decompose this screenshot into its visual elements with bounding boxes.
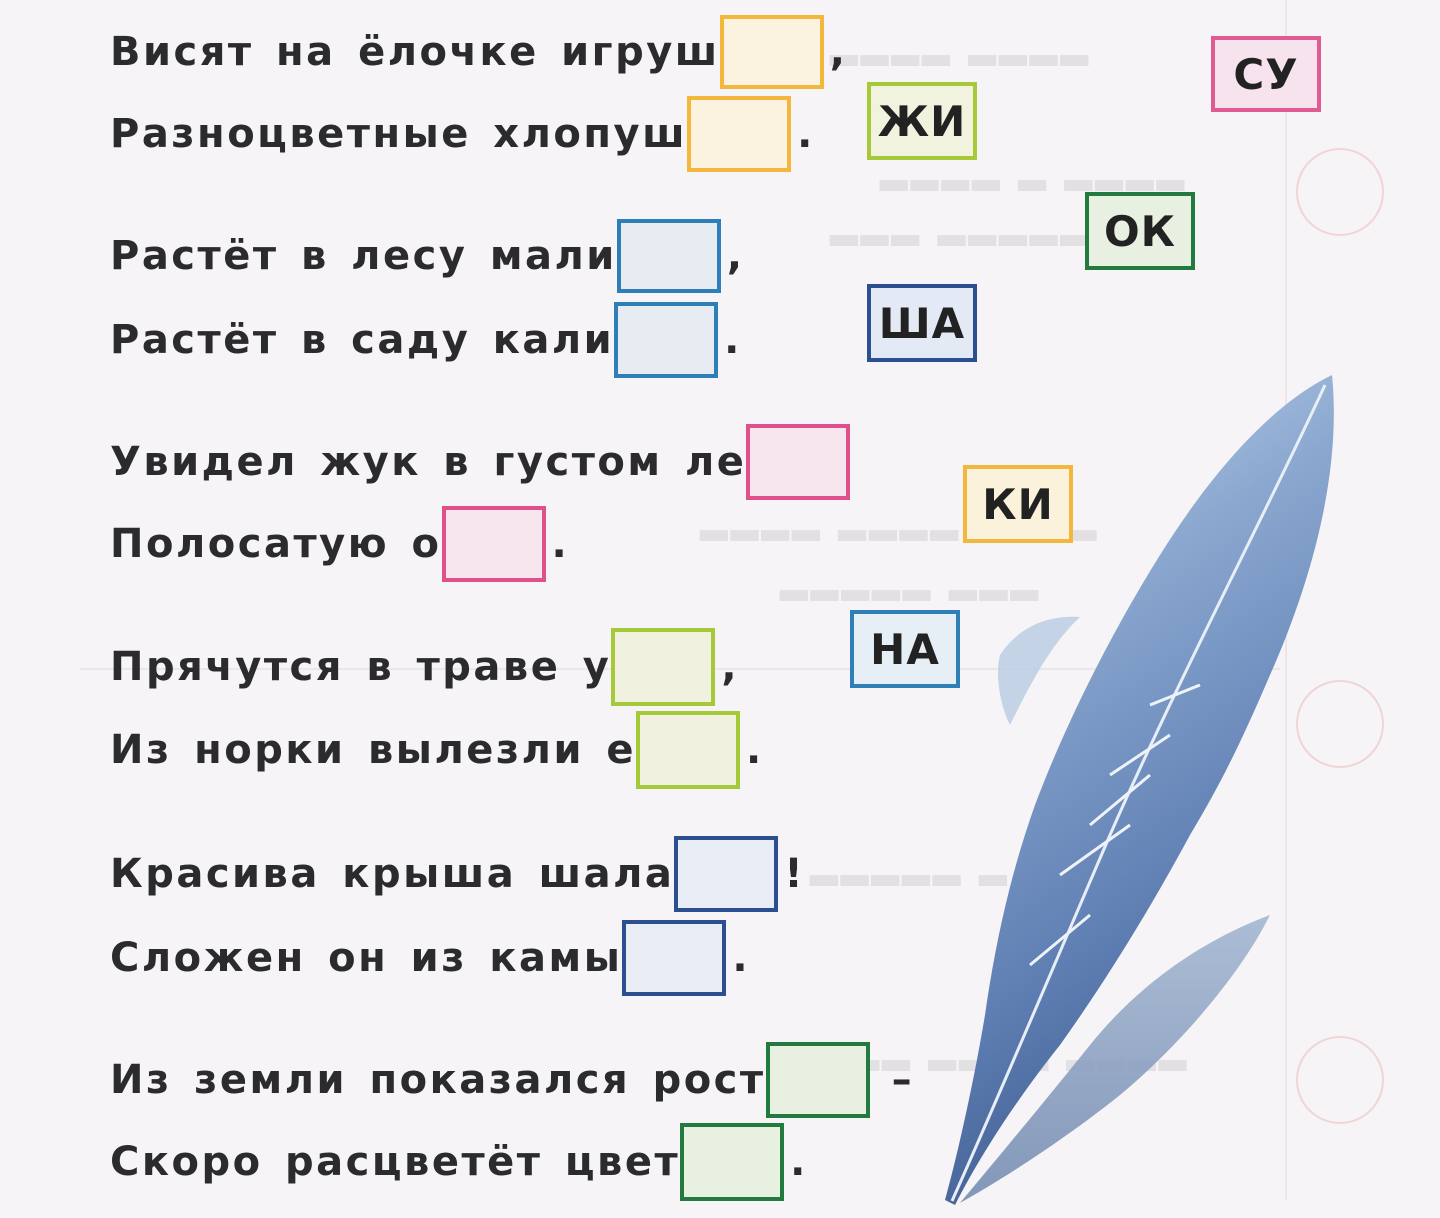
verse-punctuation: . xyxy=(551,521,570,567)
syllable-card-ki[interactable]: КИ xyxy=(963,465,1073,543)
verse-text: Скоро расцветёт цвет xyxy=(110,1139,681,1185)
verse-text: Висят на ёлочке игруш xyxy=(110,29,720,75)
verse-line: Сложен он из камы. xyxy=(110,918,750,998)
answer-box[interactable] xyxy=(687,96,792,172)
syllable-card-zhi[interactable]: ЖИ xyxy=(867,82,977,160)
bleed-through-text: ▂▂▂▂ ▂▂▂▂ xyxy=(830,25,1092,66)
verse-text: Увидел жук в густом ле xyxy=(110,439,747,485)
verse-text: Растёт в саду кали xyxy=(110,317,615,363)
verse-punctuation: , xyxy=(829,29,848,75)
verse-punctuation: , xyxy=(726,233,745,279)
verse-text: Растёт в лесу мали xyxy=(110,233,617,279)
verse-line: Растёт в лесу мали, xyxy=(110,216,745,296)
answer-box[interactable] xyxy=(674,836,779,912)
syllable-card-sha[interactable]: ША xyxy=(867,284,977,362)
verse-line: Из земли показался рост – xyxy=(110,1040,914,1120)
verse-punctuation: ! xyxy=(784,851,806,897)
verse-line: Висят на ёлочке игруш, xyxy=(110,12,847,92)
verse-line: Растёт в саду кали. xyxy=(110,300,742,380)
answer-box[interactable] xyxy=(616,219,721,293)
verse-line: Разноцветные хлопуш. xyxy=(110,94,815,174)
verse-punctuation: . xyxy=(790,1139,808,1185)
verse-line: Полосатую о. xyxy=(110,504,569,584)
verse-line: Из норки вылезли е. xyxy=(110,710,764,790)
verse-text: Разноцветные хлопуш xyxy=(110,111,688,157)
verse-punctuation: . xyxy=(732,935,751,981)
answer-box[interactable] xyxy=(680,1123,785,1201)
verse-punctuation: – xyxy=(891,1057,915,1103)
answer-box[interactable] xyxy=(636,711,741,789)
answer-box[interactable] xyxy=(441,506,546,582)
verse-text: Прячутся в траве у xyxy=(110,644,612,690)
verse-line: Увидел жук в густом ле xyxy=(110,422,856,502)
verse-line: Скоро расцветёт цвет. xyxy=(110,1122,808,1202)
answer-box[interactable] xyxy=(719,15,824,89)
syllable-card-na[interactable]: НА xyxy=(850,610,960,688)
syllable-card-su[interactable]: СУ xyxy=(1211,36,1321,112)
bleed-through-text: ▂▂▂ ▂▂▂▂▂▂ xyxy=(830,205,1122,246)
verse-punctuation: . xyxy=(797,111,815,157)
verse-line: Прячутся в траве у, xyxy=(110,627,739,707)
syllable-card-ok[interactable]: ОК xyxy=(1085,192,1195,270)
answer-box[interactable] xyxy=(611,628,716,706)
verse-text: Из норки вылезли е xyxy=(110,727,637,773)
verse-line: Красива крыша шала! xyxy=(110,834,805,914)
verse-text: Из земли показался рост xyxy=(110,1057,766,1103)
feather-illustration xyxy=(945,375,1334,1205)
bleed-through-text: ▂▂▂▂▂ ▂▂▂ xyxy=(780,560,1042,601)
verse-text: Сложен он из камы xyxy=(110,935,623,981)
bleed-through-number-circle xyxy=(1296,148,1384,236)
verse-punctuation: , xyxy=(721,644,740,690)
verse-text: Красива крыша шала xyxy=(110,851,675,897)
verse-punctuation: . xyxy=(746,727,764,773)
answer-box[interactable] xyxy=(622,920,727,996)
verse-punctuation: . xyxy=(724,317,742,363)
answer-box[interactable] xyxy=(765,1042,870,1118)
bleed-through-number-circle xyxy=(1296,1036,1384,1124)
verse-text: Полосатую о xyxy=(110,521,442,567)
answer-box[interactable] xyxy=(614,302,719,378)
answer-box[interactable] xyxy=(746,424,851,500)
bleed-through-number-circle xyxy=(1296,680,1384,768)
